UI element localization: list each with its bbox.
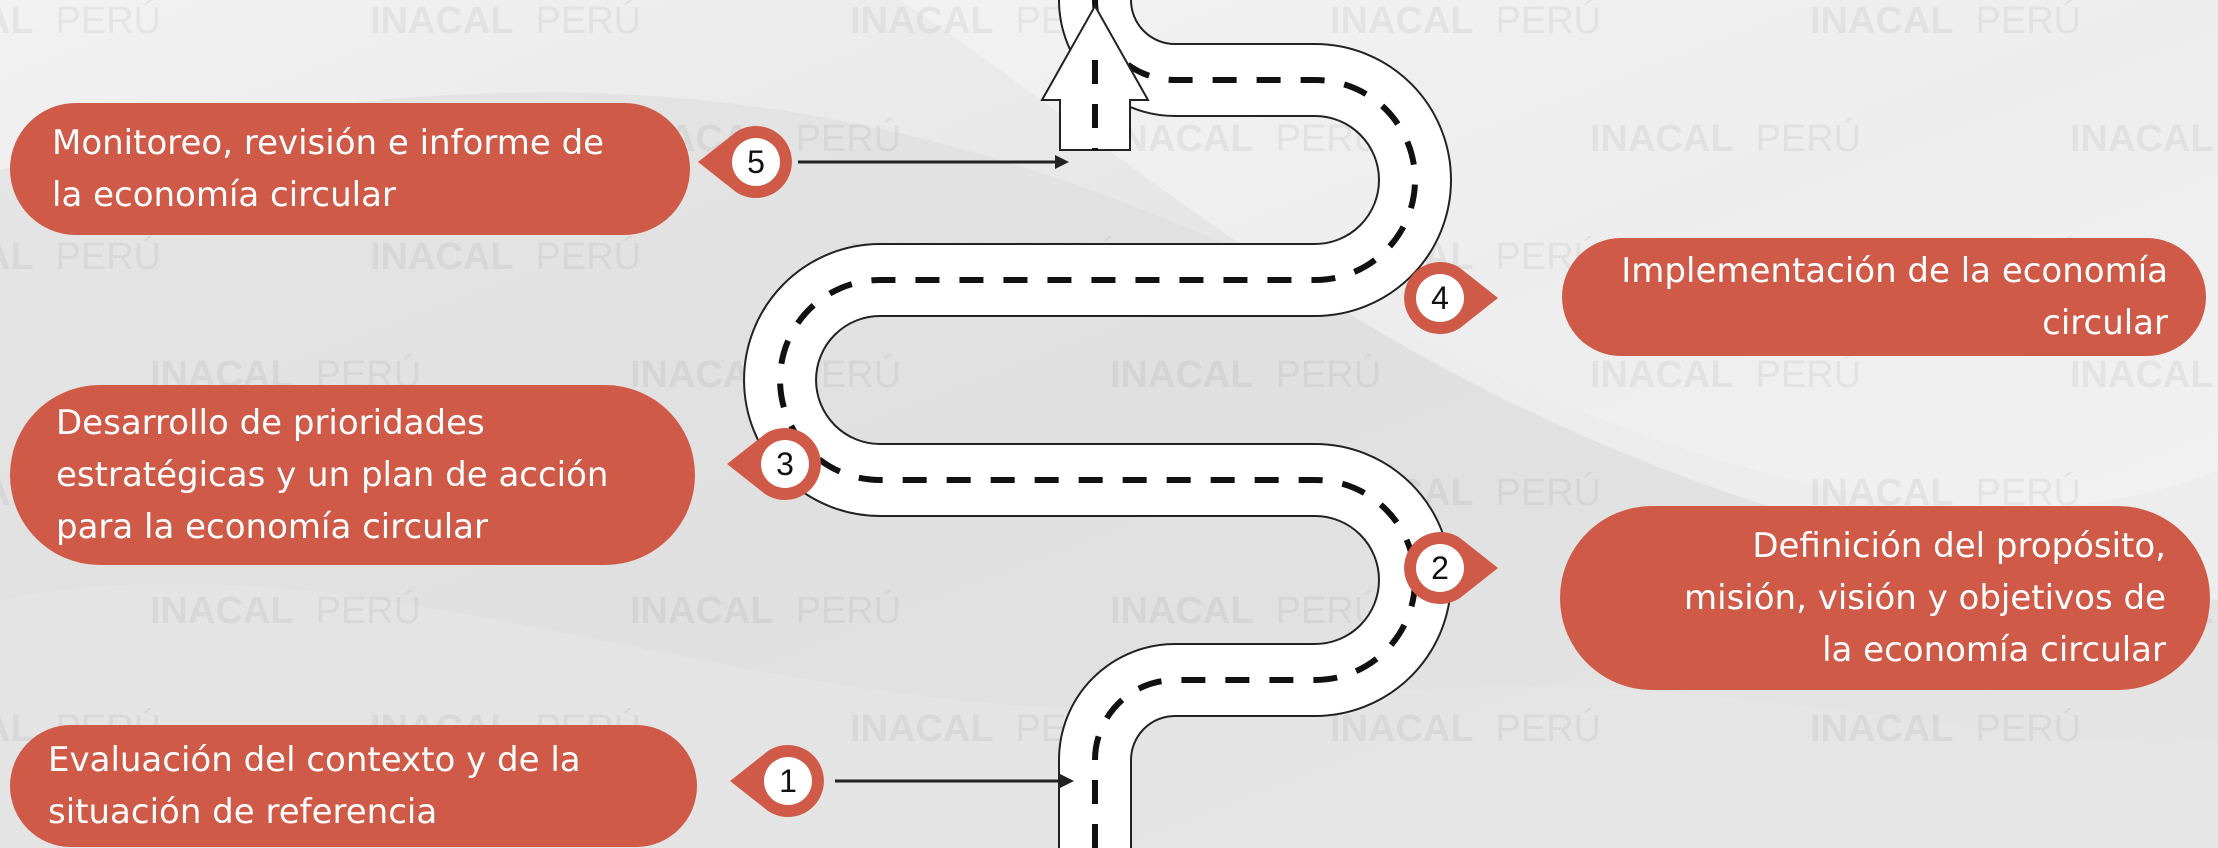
- step-2-marker: 2: [1404, 532, 1498, 604]
- watermark-brand: INACAL: [850, 0, 994, 42]
- watermark-brand: INACAL: [2070, 354, 2214, 396]
- step-3-marker-circle: [761, 440, 809, 488]
- watermark-country: PERÚ: [795, 118, 902, 160]
- connector-arrowhead-5: [1055, 155, 1069, 169]
- watermark-country: PERÚ: [535, 0, 642, 42]
- watermark-text: INACAL PERÚ: [1590, 354, 1861, 397]
- watermark-country: PERÚ: [1495, 472, 1602, 514]
- watermark-country: PERÚ: [1275, 354, 1382, 396]
- step-1-box: Evaluación del contexto y de la situación…: [10, 725, 697, 847]
- step-4-text-line: circular: [2042, 303, 2168, 343]
- watermark-country: PERÚ: [55, 236, 162, 278]
- step-5-box: Monitoreo, revisión e informe de la econo…: [10, 103, 690, 235]
- watermark-text: INACAL PERÚ: [1330, 0, 1601, 43]
- watermark-brand: INACAL: [1330, 708, 1474, 750]
- step-5-text-line: Monitoreo, revisión e informe de: [52, 123, 605, 163]
- step-1-text-line: Evaluación del contexto y de la: [48, 740, 581, 780]
- watermark-brand: INACAL: [1110, 354, 1254, 396]
- watermark-brand: INACAL: [1110, 118, 1254, 160]
- watermark-country: PERÚ: [1755, 354, 1862, 396]
- watermark-brand: INACAL: [370, 0, 514, 42]
- watermark-text: INACAL PERÚ: [1330, 708, 1601, 751]
- step-1-marker-circle: [764, 757, 812, 805]
- watermark-text: INACAL PERÚ: [370, 236, 641, 279]
- connector-arrowhead-1: [1060, 774, 1074, 788]
- watermark-brand: INACAL: [1810, 0, 1954, 42]
- step-2-text-line: misión, visión y objetivos de: [1684, 578, 2166, 618]
- step-5-number: 5: [747, 144, 765, 180]
- watermark-brand: INACAL: [1590, 354, 1734, 396]
- watermark-brand: INACAL: [850, 708, 994, 750]
- watermark-country: PERÚ: [1495, 708, 1602, 750]
- watermark-text: INACAL PERÚ: [1810, 708, 2081, 751]
- watermark-text: INACAL PERÚ: [370, 0, 641, 43]
- watermark-brand: INACAL: [1110, 590, 1254, 632]
- step-3-number: 3: [776, 446, 794, 482]
- watermark-text: INACAL PERÚ: [0, 236, 161, 279]
- step-4-number: 4: [1431, 280, 1449, 316]
- watermark-text: INACAL PERÚ: [150, 590, 421, 633]
- watermark-country: PERÚ: [1755, 118, 1862, 160]
- step-2-marker-circle: [1416, 544, 1464, 592]
- step-3-box: Desarrollo de prioridades estratégicas y …: [10, 385, 695, 565]
- step-5-marker-circle: [732, 138, 780, 186]
- step-3-text-line: Desarrollo de prioridades: [56, 403, 485, 443]
- step-3-marker: 3: [727, 428, 821, 501]
- watermark-country: PERÚ: [1495, 0, 1602, 42]
- step-5-marker: 5: [698, 126, 792, 199]
- step-2-number: 2: [1431, 550, 1449, 586]
- watermark-brand: INACAL: [1590, 118, 1734, 160]
- watermark-brand: INACAL: [1330, 0, 1474, 42]
- step-1-number: 1: [779, 763, 797, 799]
- road-center-line: [777, 0, 1418, 848]
- step-4-text-line: Implementación de la economía: [1621, 251, 2168, 291]
- watermark-brand: INACAL: [630, 590, 774, 632]
- watermark-text: INACAL PERÚ: [0, 0, 161, 43]
- step-1-text-line: situación de referencia: [48, 792, 438, 832]
- step-3-text-line: para la economía circular: [56, 507, 488, 547]
- step-4-marker-circle: [1416, 274, 1464, 322]
- watermark-brand: INACAL: [1810, 708, 1954, 750]
- watermark-country: PERÚ: [315, 590, 422, 632]
- watermark-text: INACAL PERÚ: [630, 590, 901, 633]
- watermark-brand: INACAL: [370, 236, 514, 278]
- step-5-text-line: la economía circular: [52, 175, 396, 215]
- watermark-text: INACAL PERÚ: [1110, 354, 1381, 397]
- watermark-brand: INACAL: [0, 236, 34, 278]
- watermark-country: PERÚ: [55, 0, 162, 42]
- watermark-text: INACAL PERÚ: [1810, 0, 2081, 43]
- step-2-text-line: Definición del propósito,: [1752, 526, 2166, 566]
- watermark-brand: INACAL: [0, 0, 34, 42]
- step-3-text-line: estratégicas y un plan de acción: [56, 455, 609, 495]
- watermark-brand: INACAL: [2070, 118, 2214, 160]
- watermark-country: PERÚ: [795, 590, 902, 632]
- watermark-text: INACAL PERÚ: [1590, 118, 1861, 161]
- step-2-box: Definición del propósito, misión, visión …: [1560, 506, 2210, 690]
- watermark-brand: INACAL: [150, 590, 294, 632]
- step-4-box: Implementación de la economía circular: [1562, 238, 2206, 356]
- watermark-country: PERÚ: [1975, 708, 2082, 750]
- step-1-marker: 1: [730, 745, 824, 817]
- step-2-text-line: la economía circular: [1822, 630, 2166, 670]
- watermark-country: PERÚ: [1975, 0, 2082, 42]
- step-4-marker: 4: [1404, 262, 1498, 334]
- watermark-country: PERÚ: [535, 236, 642, 278]
